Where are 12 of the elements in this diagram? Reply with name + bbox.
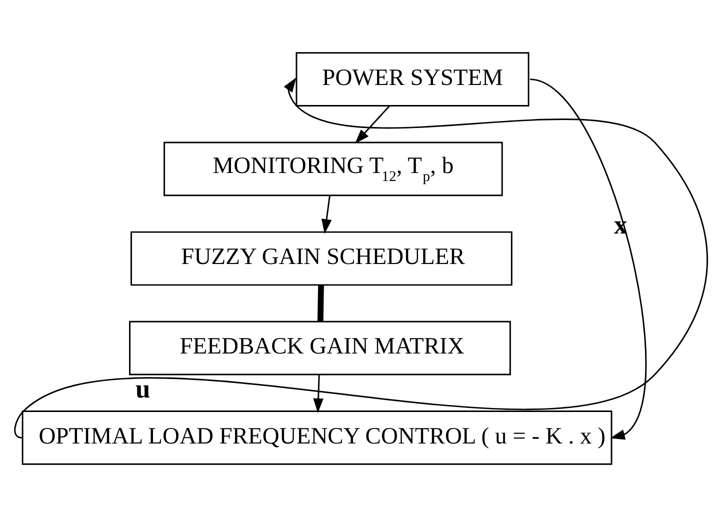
node-box: FUZZY GAIN SCHEDULER: [130, 230, 512, 286]
arrow: [321, 194, 332, 234]
arrow: [313, 374, 324, 413]
node-box: OPTIMAL LOAD FREQUENCY CONTROL ( u = - K . x ): [22, 410, 612, 464]
node-box: MONITORING T$_{12}$, T$_{p}$, b: [164, 141, 503, 196]
node-box: FEEDBACK GAIN MATRIX: [129, 320, 511, 375]
arrow: [354, 104, 390, 144]
arrow: [14, 76, 708, 438]
edge-label: u: [136, 373, 150, 404]
node-box: POWER SYSTEM: [296, 52, 530, 106]
connector: [317, 284, 324, 321]
arrow: [530, 78, 647, 440]
